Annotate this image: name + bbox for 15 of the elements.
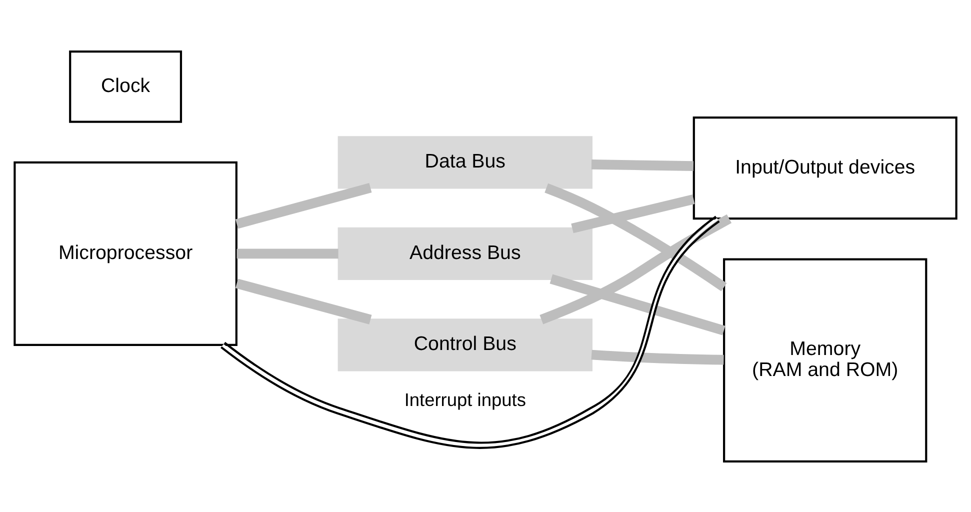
node-box: Clock <box>69 50 182 122</box>
node-box: Microprocessor <box>14 160 238 346</box>
node-box: Memory (RAM and ROM) <box>723 258 928 462</box>
node-box: Address Bus <box>338 226 592 280</box>
node-box: Input/Output devices <box>692 116 958 220</box>
connector <box>591 349 724 364</box>
connector <box>571 194 695 233</box>
edge-label: Interrupt inputs <box>404 388 526 410</box>
connector <box>591 159 694 170</box>
node-box: Control Bus <box>338 318 592 371</box>
node-box: Data Bus <box>338 136 592 188</box>
connector <box>540 214 732 324</box>
connector <box>220 215 720 448</box>
connector <box>544 182 727 291</box>
connector <box>236 248 338 258</box>
